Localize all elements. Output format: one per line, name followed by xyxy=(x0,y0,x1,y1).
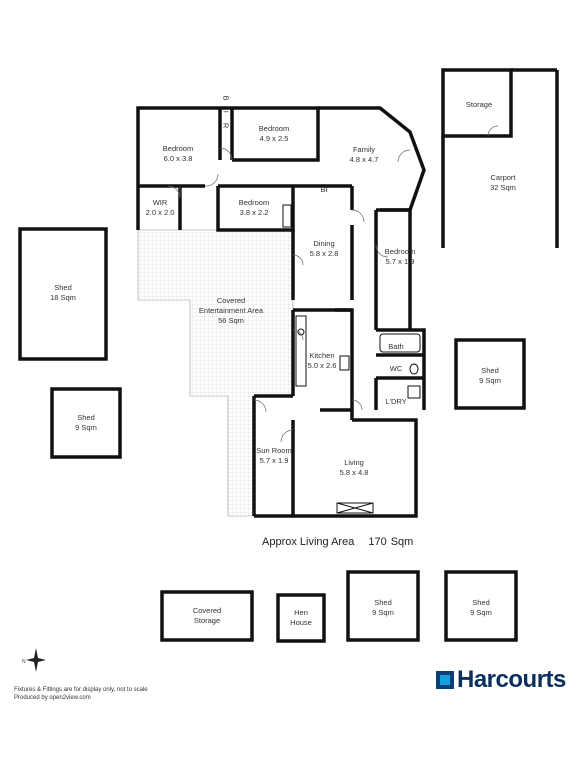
shed-right-outline xyxy=(454,338,526,410)
ldry-label: L'DRY xyxy=(385,397,406,406)
family-label: Family xyxy=(353,145,375,154)
living-area-label: Approx Living Area xyxy=(262,536,355,548)
door-swings xyxy=(167,147,411,443)
shed-large-label: Shed xyxy=(54,283,72,292)
bir-label: B I R xyxy=(222,96,231,133)
dining-label: Dining xyxy=(313,239,334,248)
shed-left-label: Shed xyxy=(77,413,95,422)
compass-north-label: N xyxy=(22,659,26,665)
hen-house-label2: House xyxy=(290,618,312,627)
covered-storage-outline xyxy=(160,590,254,642)
wir-label: WIR xyxy=(153,198,168,207)
bedroom1-label: Bedroom xyxy=(163,144,193,153)
living-area-value: 170 xyxy=(368,536,387,548)
covered-area-label2: Entertainment Area xyxy=(199,306,264,315)
covered-area-floor xyxy=(137,229,294,517)
house-walls xyxy=(136,106,426,518)
brand-name: Harcourts xyxy=(457,666,566,693)
shed-bottom1-size: 9 Sqm xyxy=(372,608,394,617)
living-size: 5.8 x 4.8 xyxy=(340,468,369,477)
bedroom3-label: Bedroom xyxy=(239,198,269,207)
room-labels: Bedroom 6.0 x 3.8 B I R Bedroom 4.9 x 2.… xyxy=(50,96,516,627)
shed-bottom1-outline xyxy=(346,570,420,642)
shed-right-label: Shed xyxy=(481,366,499,375)
shed-bottom2-outline xyxy=(444,570,518,642)
shed-bottom2-label: Shed xyxy=(472,598,490,607)
storage-label: Storage xyxy=(466,100,492,109)
shed-right-size: 9 Sqm xyxy=(479,376,501,385)
shed-left-outline xyxy=(50,387,122,459)
sun-room-label: Sun Room xyxy=(256,446,291,455)
shed-bottom2-size: 9 Sqm xyxy=(470,608,492,617)
harcourts-logo-icon xyxy=(436,671,454,689)
carport-label: Carport xyxy=(490,173,516,182)
covered-storage-label: Covered xyxy=(193,606,221,615)
shed-large-outline xyxy=(18,227,108,361)
bedroom1-size: 6.0 x 3.8 xyxy=(164,154,193,163)
shed-left-size: 9 Sqm xyxy=(75,423,97,432)
kitchen-size: 5.0 x 2.6 xyxy=(308,361,337,370)
compass-icon: N xyxy=(22,648,46,672)
carport-structure xyxy=(441,68,559,248)
family-size: 4.8 x 4.7 xyxy=(350,155,379,164)
shed-bottom1-label: Shed xyxy=(374,598,392,607)
sun-room-size: 5.7 x 1.9 xyxy=(260,456,289,465)
living-area-unit: Sqm xyxy=(390,536,414,548)
wir-size: 2.0 x 2.0 xyxy=(146,208,175,217)
covered-storage-label2: Storage xyxy=(194,616,220,625)
bedroom3-size: 3.8 x 2.2 xyxy=(240,208,269,217)
fixtures xyxy=(282,204,421,514)
disclaimer-line2: Produced by open2view.com xyxy=(14,695,91,701)
bedroom2-label: Bedroom xyxy=(259,124,289,133)
bedroom2-size: 4.9 x 2.5 xyxy=(260,134,289,143)
disclaimer: Fixtures & Fittings are for display only… xyxy=(14,686,148,702)
harcourts-logo: Harcourts xyxy=(436,664,566,696)
kitchen-label: Kitchen xyxy=(309,351,334,360)
bath-label: Bath xyxy=(388,342,403,351)
bi-label: BI xyxy=(320,185,327,194)
disclaimer-line1: Fixtures & Fittings are for display only… xyxy=(14,687,148,693)
carport-size: 32 Sqm xyxy=(490,183,516,192)
hen-house-label: Hen xyxy=(294,608,308,617)
living-label: Living xyxy=(344,458,364,467)
covered-area-size: 56 Sqm xyxy=(218,316,244,325)
wc-label: WC xyxy=(390,364,403,373)
bedroom4-label: Bedroom xyxy=(385,247,415,256)
covered-area-label: Covered xyxy=(217,296,245,305)
hen-house-outline xyxy=(276,593,326,643)
bedroom4-size: 5.7 x 1.9 xyxy=(386,257,415,266)
shed-large-size: 18 Sqm xyxy=(50,293,76,302)
dining-size: 5.8 x 2.8 xyxy=(310,249,339,258)
